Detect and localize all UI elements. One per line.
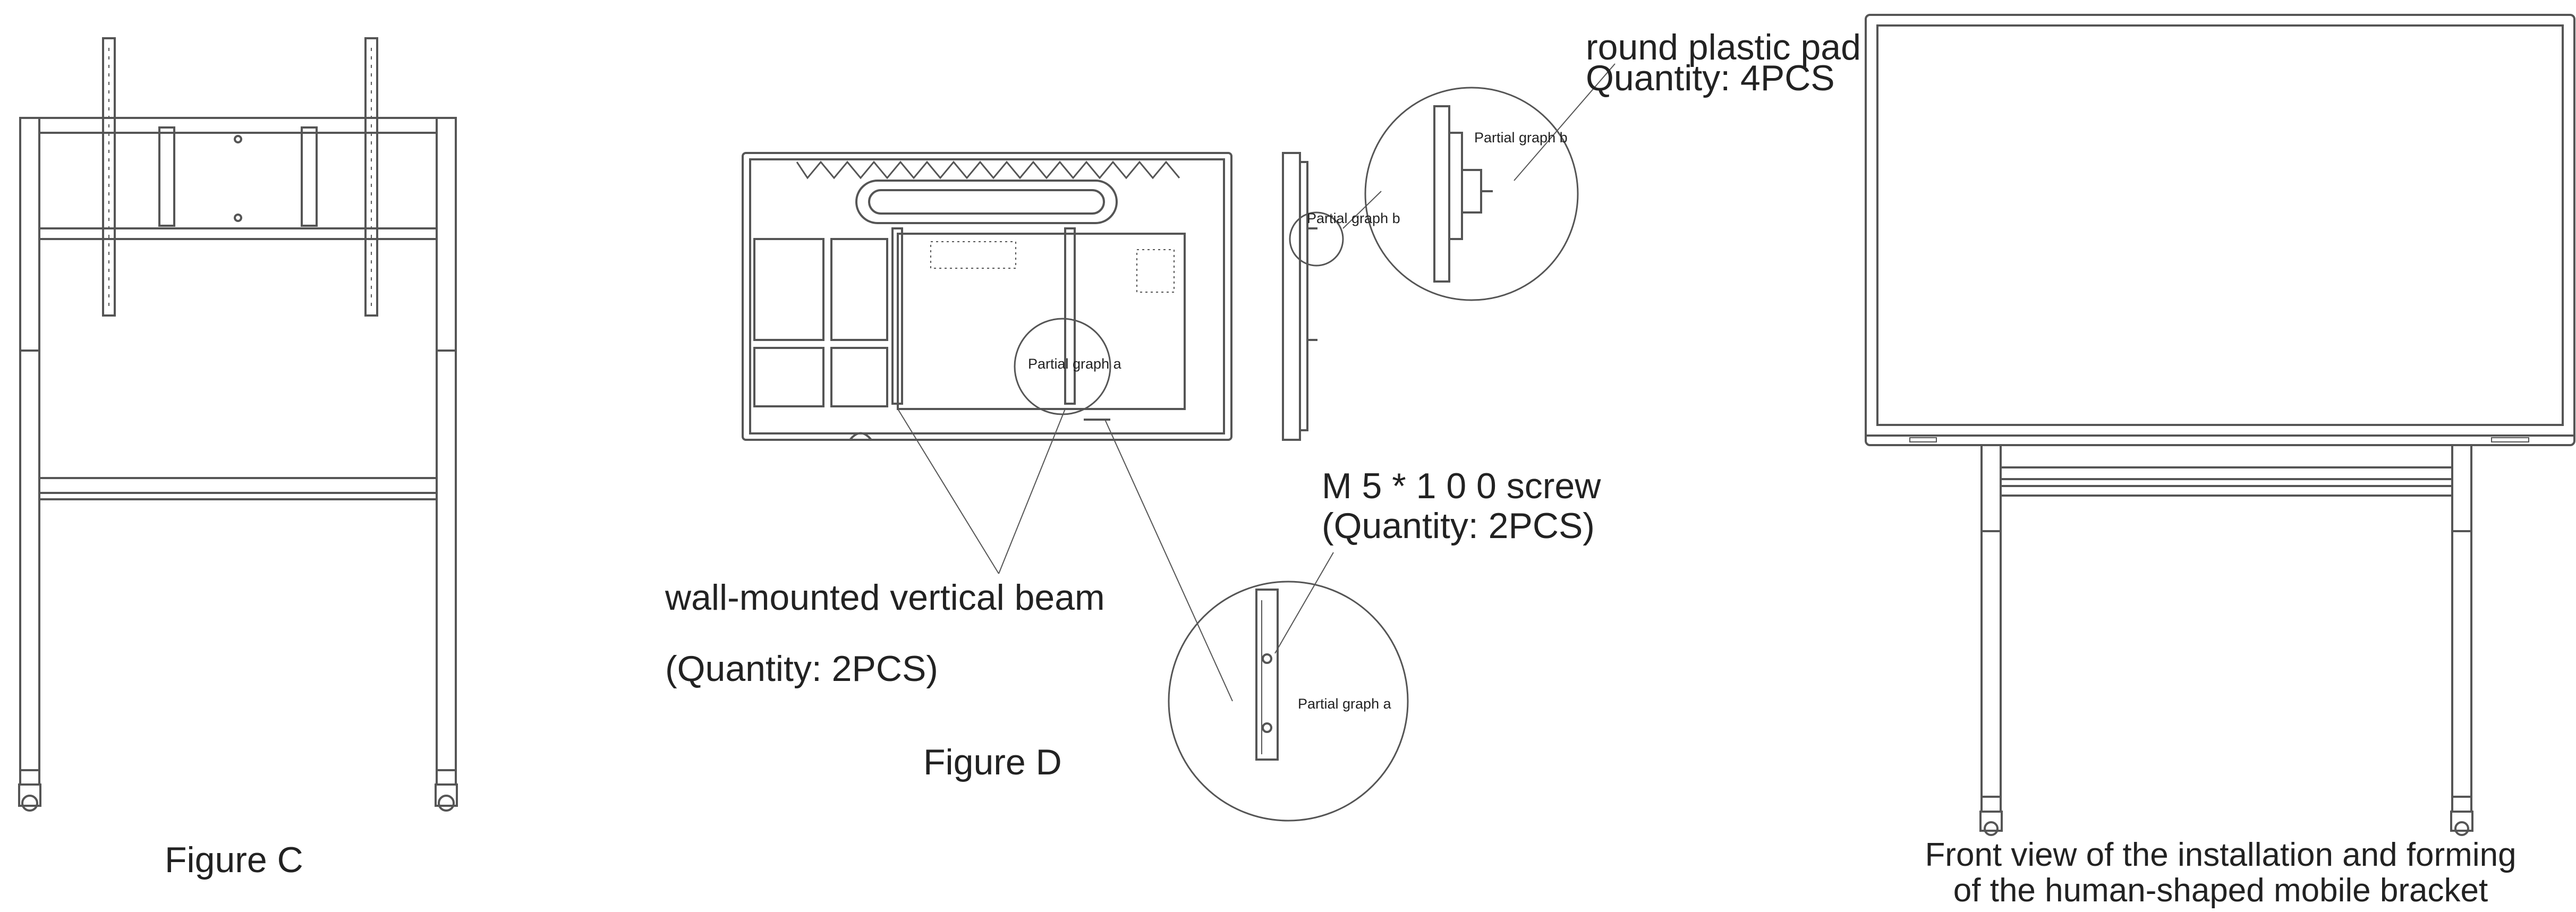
left-column: [19, 117, 40, 786]
pad-label: round plastic pad: [1586, 27, 1861, 67]
front-view-caption-line2: of the human-shaped mobile bracket: [1953, 872, 2488, 909]
partial-graph-b-detail: [1342, 63, 1616, 301]
screw-quantity: (Quantity: 2PCS): [1322, 506, 1595, 546]
beam-quantity: (Quantity: 2PCS): [665, 649, 938, 689]
front-view-caption-line1: Front view of the installation and formi…: [1925, 837, 2516, 873]
partial-graph-a-label: Partial graph a: [1028, 356, 1122, 372]
beam-label: wall-mounted vertical beam: [665, 577, 1105, 618]
partial-graph-a-detail-label: Partial graph a: [1298, 696, 1392, 712]
vesa-arm-left: [102, 37, 116, 317]
figure-d-rear-view-drawing: [742, 152, 1232, 441]
figure-c-caption: Figure C: [165, 840, 303, 880]
vertical-beam-left: [891, 227, 903, 405]
figure-d-side-view-drawing: [1282, 152, 1344, 441]
partial-graph-a-detail: [1168, 552, 1409, 822]
partial-graph-b-marker: [1289, 211, 1344, 267]
display-frame: [1865, 14, 2575, 446]
front-view-drawing: [1865, 14, 2575, 836]
pad-quantity: Quantity: 4PCS: [1586, 58, 1835, 98]
beam-leader-lines: [897, 408, 1233, 702]
figure-c-stand-drawing: [18, 37, 458, 812]
right-column: [436, 117, 457, 786]
figure-d-caption: Figure D: [923, 742, 1062, 782]
screw-label: M 5 * 1 0 0 screw: [1322, 466, 1601, 506]
partial-graph-b-detail-label: Partial graph b: [1474, 130, 1568, 146]
vesa-arm-right: [364, 37, 378, 317]
partial-graph-b-label: Partial graph b: [1307, 210, 1400, 226]
vertical-beam-right: [1064, 227, 1076, 405]
